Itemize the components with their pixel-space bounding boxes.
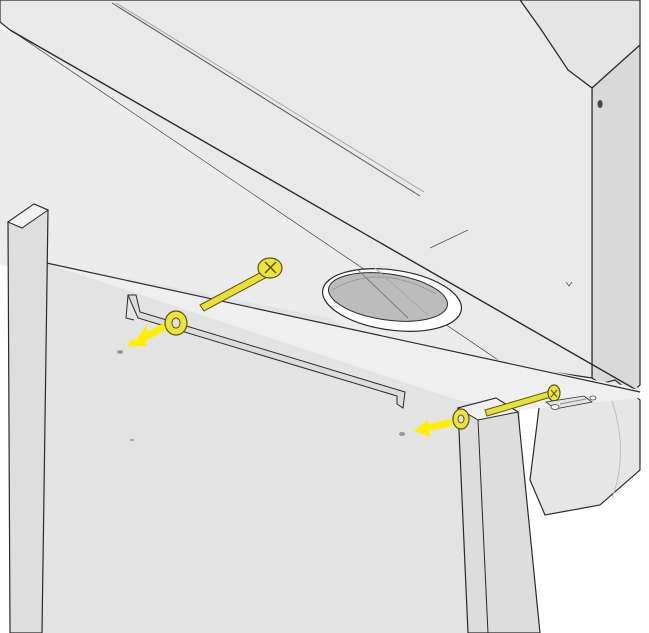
screw-left [199, 257, 283, 312]
mounting-bracket [125, 294, 406, 409]
arrow-right [414, 419, 453, 437]
front-upright-panel [456, 397, 541, 633]
screw-right [484, 384, 597, 417]
left-side-panel [6, 203, 50, 633]
back-panel [41, 261, 641, 633]
arrow-left [127, 322, 166, 347]
washer-left [164, 310, 188, 336]
cable-grommet [321, 267, 463, 332]
right-panel [519, 0, 641, 516]
washer-right [452, 408, 470, 430]
